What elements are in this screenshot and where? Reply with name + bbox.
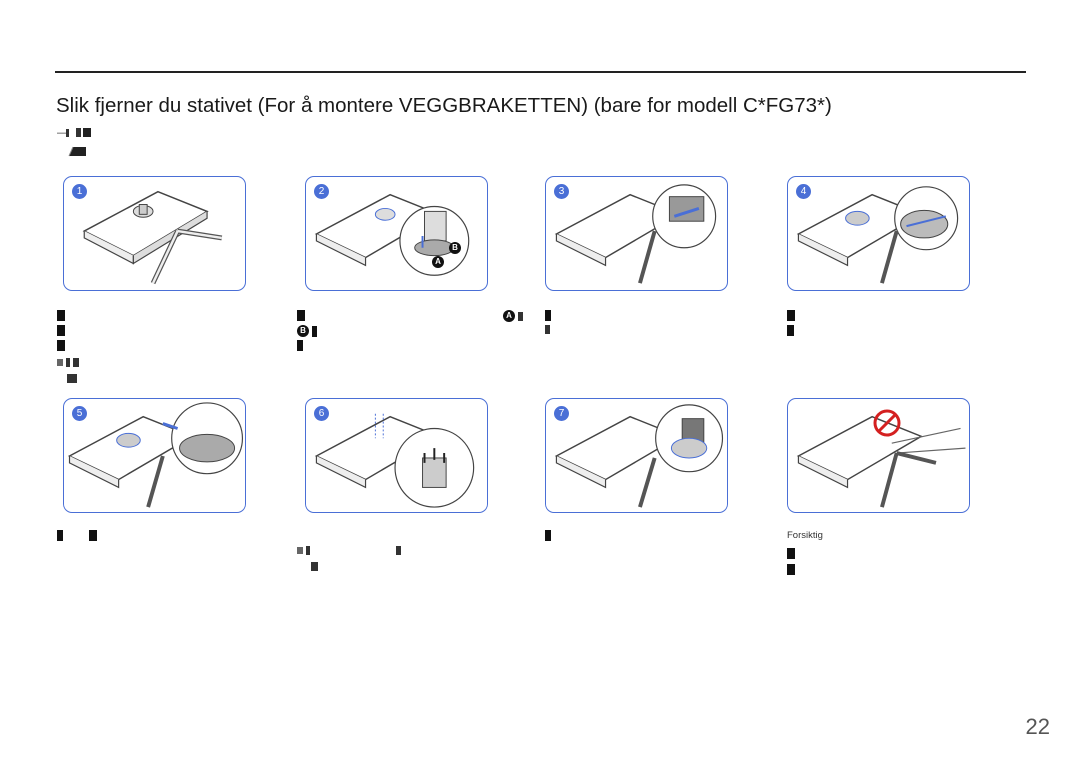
page-number: 22 — [1025, 714, 1050, 739]
step-1-caption-line-3 — [57, 340, 65, 351]
step-4-caption-line-1 — [787, 310, 795, 321]
step-1-note-2 — [67, 374, 77, 383]
step-5-illustration: 5 — [63, 398, 246, 513]
step-1-caption-line-1 — [57, 310, 65, 321]
header-rule — [55, 71, 1026, 73]
step-5-caption — [57, 530, 97, 541]
monitor-stand-icon — [82, 190, 223, 285]
step-6-note — [297, 546, 401, 555]
step-3-badge: 3 — [554, 184, 569, 199]
step-3-caption-line-2 — [545, 325, 550, 334]
step-1-note — [57, 358, 79, 367]
step-7-caption — [545, 530, 551, 541]
monitor-stand-icon — [554, 184, 717, 284]
step-3-illustration: 3 — [545, 176, 728, 291]
step-4-badge: 4 — [796, 184, 811, 199]
step-1-badge: 1 — [72, 184, 87, 199]
monitor-stand-icon — [796, 415, 966, 508]
monitor-stand-icon — [554, 404, 724, 508]
note-dash: ― — [57, 127, 68, 139]
step-1-caption-line-2 — [57, 325, 65, 336]
step-7-badge: 7 — [554, 406, 569, 421]
step-6-note-2 — [311, 562, 318, 571]
page-title: Slik fjerner du stativet (For å montere … — [56, 94, 832, 117]
caution-caption-line-2 — [787, 564, 795, 575]
note-glyphs-icon — [66, 128, 91, 137]
step-6-badge: 6 — [314, 406, 329, 421]
prohibited-icon — [873, 409, 901, 437]
callout-b: B — [449, 242, 461, 254]
step-2-caption-line-1 — [297, 310, 305, 321]
caution-caption-line-1 — [787, 548, 795, 559]
step-4-illustration: 4 — [787, 176, 970, 291]
caution-label: Forsiktig — [787, 530, 823, 541]
step-6-illustration: 6 — [305, 398, 488, 513]
callout-a: A — [432, 256, 444, 268]
step-5-badge: 5 — [72, 406, 87, 421]
step-4-caption-line-2 — [787, 325, 794, 336]
step-2-illustration: 2 A B — [305, 176, 488, 291]
monitor-stand-icon — [796, 186, 959, 284]
step-2-caption-line-3 — [297, 340, 303, 351]
caution-illustration — [787, 398, 970, 513]
monitor-stand-icon — [314, 413, 475, 508]
step-3-caption-line-1 — [545, 310, 551, 321]
step-7-illustration: 7 — [545, 398, 728, 513]
monitor-stand-icon — [67, 402, 244, 508]
step-2-caption-line-2: B — [297, 325, 317, 337]
monitor-stand-icon — [314, 193, 470, 276]
note-icon — [68, 146, 86, 157]
step-2-caption-end: A — [503, 310, 523, 322]
step-2-badge: 2 — [314, 184, 329, 199]
step-1-illustration: 1 — [63, 176, 246, 291]
